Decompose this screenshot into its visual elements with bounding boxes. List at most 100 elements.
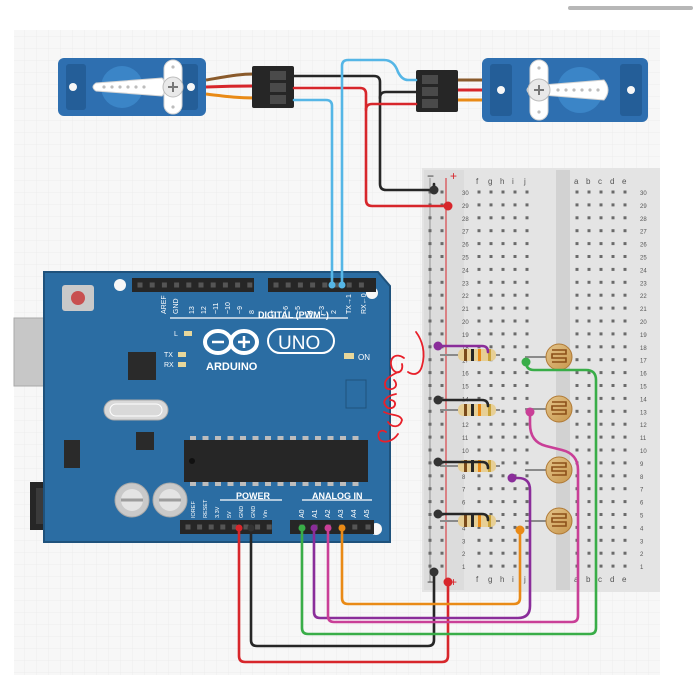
column-letter: i (512, 575, 514, 584)
row-number-right: 18 (640, 346, 647, 352)
row-number-right: 14 (640, 397, 647, 403)
row-number-left: 8 (462, 475, 466, 481)
photoresistors[interactable] (525, 343, 573, 535)
row-number-left: 25 (462, 256, 469, 262)
pin-label: ~9 (237, 306, 244, 314)
wire-servo-right-gnd[interactable] (378, 90, 418, 100)
row-number-right: 22 (640, 294, 647, 300)
led-l-label: L (174, 331, 178, 338)
pin-label: ~5 (295, 306, 302, 314)
row-number-right: 2 (640, 552, 644, 558)
row-number-right: 25 (640, 256, 647, 262)
wire-a0-green[interactable] (300, 360, 598, 636)
rail-plus-label-top: + (450, 169, 457, 183)
breadboard-holes (428, 190, 627, 568)
pin-label: RX←0 (361, 293, 368, 314)
row-number-right: 5 (640, 514, 644, 520)
uno-badge (267, 328, 335, 354)
crystal-oscillator (103, 399, 169, 421)
power-header[interactable] (185, 524, 272, 530)
row-number-right: 19 (640, 333, 647, 339)
column-letter: f (476, 575, 479, 584)
pin-label: A1 (312, 509, 319, 518)
pin-label: A3 (338, 509, 345, 518)
column-letter: e (622, 575, 627, 584)
wire-servo-left-gnd[interactable] (292, 74, 436, 192)
servo-connector-right[interactable] (416, 70, 458, 112)
photoresistor-3[interactable] (525, 456, 573, 484)
wire-resistor-1-jumper[interactable] (436, 344, 490, 354)
servo-motor-left[interactable] (58, 58, 255, 116)
row-number-right: 3 (640, 539, 644, 545)
row-number-left: 22 (462, 294, 469, 300)
row-number-left: 29 (462, 204, 469, 210)
wire-servo-left-signal[interactable] (292, 98, 334, 287)
photoresistor-4[interactable] (525, 507, 573, 535)
arduino-infinity-logo (203, 329, 259, 355)
photoresistor-1[interactable] (525, 343, 573, 371)
pin-label: ~10 (225, 302, 232, 314)
column-letter: h (500, 575, 504, 584)
digital-pwm-label: DIGITAL (PWM~) (258, 310, 329, 320)
wire-resistor-4-jumper[interactable] (436, 512, 490, 522)
handwritten-annotation (377, 331, 425, 443)
wire-servo-right-signal[interactable] (340, 58, 418, 287)
column-letter: b (586, 575, 591, 584)
resistor-2[interactable] (440, 404, 500, 416)
column-letter: g (488, 177, 492, 186)
pin-label: 12 (201, 306, 208, 314)
row-number-right: 10 (640, 449, 647, 455)
row-number-right: 28 (640, 217, 647, 223)
pin-label: Vin (263, 510, 269, 518)
digital-header[interactable] (137, 282, 364, 288)
wire-gnd-to-rail[interactable] (249, 526, 436, 648)
wires[interactable] (237, 58, 598, 664)
pin-label: ~6 (283, 306, 290, 314)
row-number-left: 18 (462, 346, 469, 352)
wire-servo-right-vcc[interactable] (364, 102, 418, 112)
resistor-1[interactable] (440, 349, 500, 361)
row-number-right: 9 (640, 462, 644, 468)
wire-a2-magenta[interactable] (326, 410, 580, 624)
wire-resistor-3-jumper[interactable] (436, 460, 490, 470)
wire-resistor-2-jumper[interactable] (436, 398, 490, 408)
resistors[interactable] (440, 349, 500, 527)
led-rx-label: RX (164, 362, 174, 369)
pin-label: IOREF (191, 501, 197, 518)
column-letter: f (476, 177, 479, 186)
row-number-right: 20 (640, 320, 647, 326)
photoresistor-2[interactable] (525, 395, 573, 423)
analog-in-section-label: ANALOG IN (312, 491, 363, 501)
led-tx (178, 352, 186, 357)
scroll-indicator[interactable] (568, 6, 693, 10)
row-number-left: 4 (462, 526, 466, 532)
column-letter: b (586, 177, 591, 186)
row-number-left: 17 (462, 359, 469, 365)
row-number-right: 4 (640, 526, 644, 532)
wire-a1-purple[interactable] (312, 476, 532, 620)
pin-label: ~3 (319, 306, 326, 314)
pin-label: GND (251, 506, 257, 518)
arduino-brand-label: ARDUINO (206, 361, 258, 373)
row-number-right: 16 (640, 372, 647, 378)
wire-5v-to-rail[interactable] (237, 526, 450, 664)
wire-endpoints (235, 185, 535, 587)
row-number-left: 26 (462, 243, 469, 249)
row-number-left: 12 (462, 423, 469, 429)
column-letter: d (610, 177, 614, 186)
servo-connector-left[interactable] (252, 66, 294, 108)
column-letter: d (610, 575, 614, 584)
usb-interface-chip (128, 352, 156, 380)
wire-a3-orange[interactable] (340, 526, 522, 606)
wire-servo-left-vcc[interactable] (292, 86, 450, 208)
pin-label: A4 (351, 509, 358, 518)
led-rx (178, 362, 186, 367)
servo-motor-right[interactable] (456, 58, 648, 122)
led-l (184, 331, 192, 336)
row-number-left: 19 (462, 333, 469, 339)
